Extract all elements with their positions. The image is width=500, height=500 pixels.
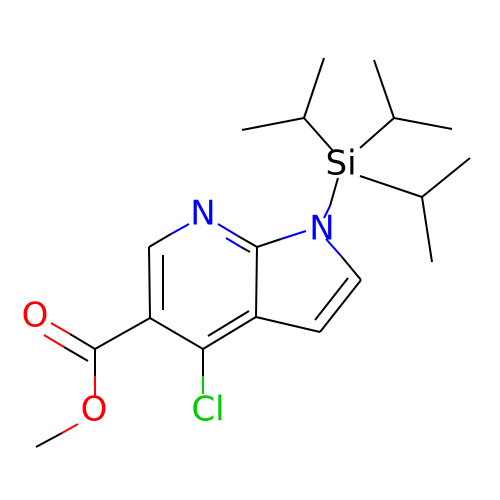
- atom-label-si: Si: [325, 144, 356, 184]
- bond-carbonyl-red: [50, 322, 71, 335]
- bond-n7-c7a-double: [240, 246, 251, 253]
- bond-n7-c7a-double-blue: [225, 237, 242, 248]
- bond-ester-o-methyl-red: [61, 423, 79, 434]
- bond-c6-n7-black: [148, 233, 172, 248]
- bond-carbonyl-double-red: [43, 334, 65, 348]
- bond-si-n-blue: [323, 205, 331, 219]
- bond-ipr2-ch3a: [373, 59, 395, 119]
- bond-n1-c2: [341, 256, 362, 281]
- bond-ipr2-ch3b: [393, 117, 453, 130]
- bond-c6-n7: [170, 223, 190, 235]
- bond-ipr3-ch3a: [421, 157, 471, 198]
- bond-c7a-n1: [256, 238, 282, 248]
- bond-c4-c3a-double: [207, 310, 250, 337]
- bond-c7a-n1-blue: [280, 230, 307, 240]
- bond-ipr1-ch3a: [303, 57, 325, 119]
- bond-si-ipr3: [359, 175, 423, 198]
- bond-carbonyl-black: [69, 333, 96, 350]
- bond-n7-c7a: [237, 235, 258, 248]
- atom-label-n1: N: [309, 209, 334, 249]
- bond-carbonyl-double-black: [63, 346, 89, 362]
- bond-ipr1-ch3b: [241, 117, 305, 131]
- bond-c3-c3a: [255, 316, 321, 333]
- bond-n7-c7a-blue: [217, 223, 239, 237]
- bond-si-ipr2: [359, 117, 395, 149]
- bond-c4-c3a: [202, 316, 257, 350]
- bond-ester-o-methyl: [35, 432, 63, 448]
- bond-c5-carbonyl-c: [94, 317, 151, 350]
- atom-label-o-carbonyl: O: [22, 296, 49, 336]
- bond-c2-c3-double: [314, 277, 349, 321]
- atom-label-n7: N: [190, 194, 215, 234]
- bond-c5-c4: [149, 317, 204, 350]
- bond-c2-c3: [319, 279, 362, 333]
- bond-c6-c5: [148, 246, 151, 319]
- bond-si-ipr1: [303, 117, 335, 153]
- bond-si-n-black: [329, 177, 339, 207]
- bond-ipr3-ch3b: [421, 196, 433, 263]
- bond-n1-c2-blue: [325, 238, 343, 258]
- atom-label-o-ester: O: [81, 390, 108, 430]
- bond-c3a-c7a: [255, 246, 258, 318]
- atom-label-cl: Cl: [191, 390, 224, 430]
